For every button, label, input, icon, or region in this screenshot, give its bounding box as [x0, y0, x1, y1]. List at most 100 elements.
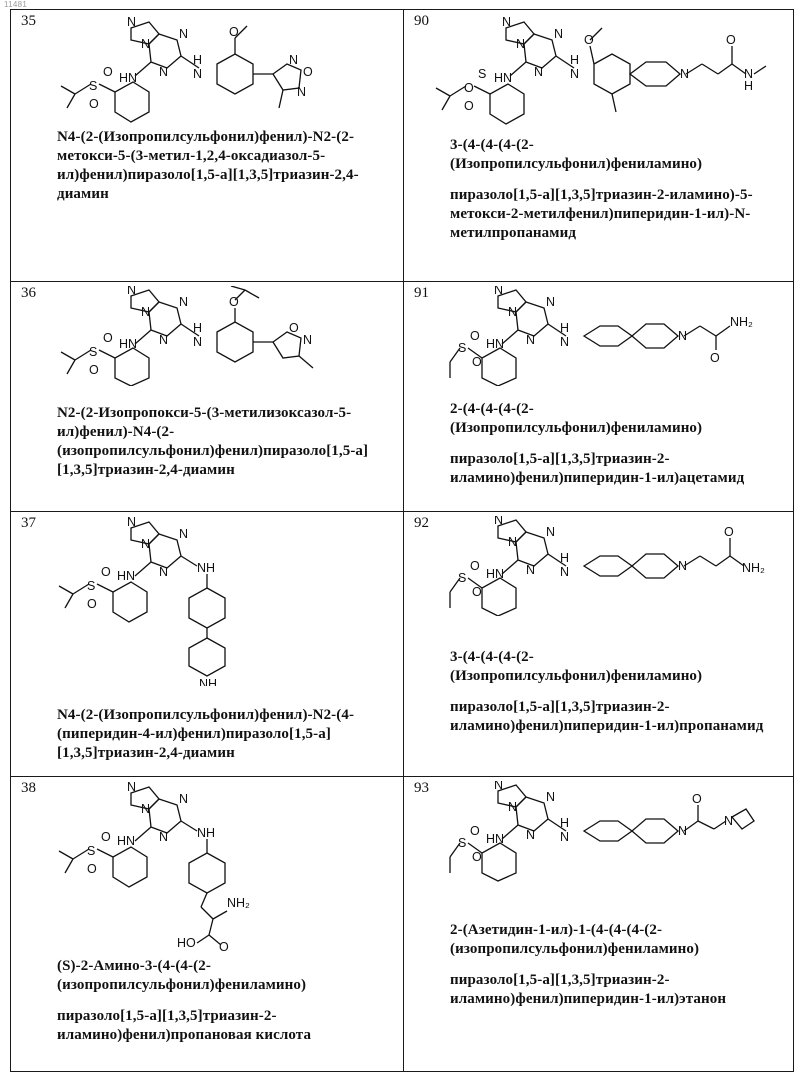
- structure-diagram-93: N N N N HN H N N O N O S O: [424, 781, 774, 891]
- structure-label: N: [546, 790, 555, 804]
- table-row: 37 N N N N HN NH O: [11, 512, 794, 777]
- structure-label: HN: [486, 832, 504, 846]
- compound-cell-91: 91 N N N N HN H: [404, 282, 794, 512]
- structure-label: HN: [486, 337, 504, 351]
- compound-name: пиразоло[1,5-a][1,3,5]триазин-2-иламино)…: [450, 971, 785, 1009]
- structure-label: NH₂: [730, 315, 753, 329]
- structure-label: O: [724, 525, 734, 539]
- structure-label: O: [710, 351, 720, 365]
- structure-label: HN: [119, 337, 137, 351]
- compound-number: 91: [414, 285, 429, 301]
- structure-label: HN: [117, 834, 135, 848]
- structure-label: N: [141, 37, 150, 51]
- structure-label: N: [127, 781, 136, 794]
- structure-label: O: [584, 33, 594, 47]
- structure-label: O: [219, 940, 229, 951]
- structure-label: O: [229, 25, 239, 39]
- structure-label: N: [560, 335, 569, 349]
- structure-label: NH: [199, 677, 217, 686]
- structure-label: S: [478, 67, 486, 81]
- structure-label: N: [289, 53, 298, 67]
- compound-cell-36: 36 N N N: [11, 282, 404, 512]
- structure-label: O: [472, 850, 482, 864]
- structure-label: HN: [494, 71, 512, 85]
- compound-table: 35: [10, 9, 794, 1072]
- structure-label: N: [494, 286, 503, 297]
- structure-label: H: [193, 321, 202, 335]
- compound-name: N2-(2-Изопропокси-5-(3-метилизоксазол-5-…: [57, 404, 395, 480]
- compound-name-block: 3-(4-(4-(4-(2-(Изопропилсульфонил)фенила…: [450, 136, 785, 243]
- structure-label: N: [678, 559, 687, 573]
- structure-label: N: [724, 814, 733, 828]
- compound-name-block: N4-(2-(Изопропилсульфонил)фенил)-N2-(2-м…: [57, 128, 395, 204]
- compound-name-block: N2-(2-Изопропокси-5-(3-метилизоксазол-5-…: [57, 404, 395, 480]
- structure-label: N: [526, 333, 535, 347]
- structure-label: NH₂: [742, 561, 765, 575]
- compound-name-block: 3-(4-(4-(4-(2-(Изопропилсульфонил)фенила…: [450, 648, 785, 736]
- structure-diagram-36: N N N N O HN H N O S O O N: [31, 286, 371, 386]
- structure-label: N: [494, 781, 503, 792]
- structure-label: N: [494, 516, 503, 527]
- structure-label: HO: [177, 936, 196, 950]
- compound-number: 38: [21, 780, 36, 796]
- structure-label: N: [502, 15, 511, 29]
- structure-label: N: [127, 516, 136, 529]
- structure-label: O: [464, 99, 474, 113]
- compound-name: пиразоло[1,5-a][1,3,5]триазин-2-иламино)…: [57, 1007, 395, 1045]
- structure-diagram-38: N N N N HN NH O S O NH₂ HO O: [31, 781, 371, 951]
- structure-label: O: [87, 862, 97, 876]
- structure-label: N: [179, 27, 188, 41]
- structure-label: N: [303, 333, 312, 347]
- structure-label: N: [297, 85, 306, 99]
- structure-label: N: [554, 27, 563, 41]
- structure-label: S: [458, 341, 466, 355]
- structure-label: H: [193, 53, 202, 67]
- structure-label: O: [472, 355, 482, 369]
- structure-label: O: [726, 33, 736, 47]
- structure-label: N: [193, 67, 202, 81]
- compound-name: N4-(2-(Изопропилсульфонил)фенил)-N2-(2-м…: [57, 128, 395, 204]
- compound-name-block: 2-(4-(4-(4-(2-(Изопропилсульфонил)фенила…: [450, 400, 785, 488]
- structure-label: S: [87, 579, 95, 593]
- compound-name: 3-(4-(4-(4-(2-(Изопропилсульфонил)фенила…: [450, 648, 785, 686]
- structure-label: NH₂: [227, 896, 250, 910]
- structure-label: N: [127, 15, 136, 29]
- compound-name-block: N4-(2-(Изопропилсульфонил)фенил)-N2-(4-(…: [57, 706, 395, 763]
- structure-label: N: [534, 65, 543, 79]
- structure-diagram-92: N N N N HN H N N O NH₂ O S O: [424, 516, 774, 616]
- compound-name: 3-(4-(4-(4-(2-(Изопропилсульфонил)фенила…: [450, 136, 785, 174]
- structure-diagram-91: N N N N HN H N N O NH₂ O S O: [424, 286, 774, 386]
- structure-label: S: [89, 79, 97, 93]
- structure-label: N: [546, 295, 555, 309]
- compound-name: пиразоло[1,5-a][1,3,5]триазин-2-иламино)…: [450, 450, 785, 488]
- structure-label: N: [508, 305, 517, 319]
- structure-label: O: [101, 565, 111, 579]
- structure-label: H: [570, 53, 579, 67]
- structure-label: S: [458, 836, 466, 850]
- structure-label: N: [159, 333, 168, 347]
- structure-label: H: [560, 321, 569, 335]
- structure-label: O: [87, 597, 97, 611]
- structure-label: HN: [117, 569, 135, 583]
- structure-label: N: [141, 802, 150, 816]
- structure-label: HN: [119, 71, 137, 85]
- structure-label: N: [179, 527, 188, 541]
- structure-label: N: [678, 329, 687, 343]
- structure-label: O: [229, 295, 239, 309]
- structure-label: O: [103, 331, 113, 345]
- compound-cell-38: 38 N N N: [11, 777, 404, 1072]
- compound-number: 90: [414, 13, 429, 29]
- compound-name: пиразоло[1,5-a][1,3,5]триазин-2-иламино)…: [450, 698, 785, 736]
- structure-label: O: [101, 830, 111, 844]
- structure-label: H: [744, 79, 753, 93]
- compound-name: 2-(Азетидин-1-ил)-1-(4-(4-(4-(2-(изопроп…: [450, 921, 785, 959]
- structure-label: O: [289, 321, 299, 335]
- compound-number: 93: [414, 780, 429, 796]
- compound-number: 36: [21, 285, 36, 301]
- structure-label: N: [508, 800, 517, 814]
- structure-label: N: [179, 295, 188, 309]
- compound-cell-93: 93 N N N N HN: [404, 777, 794, 1072]
- table-row: 38 N N N: [11, 777, 794, 1072]
- structure-label: N: [570, 67, 579, 81]
- compound-cell-92: 92 N N N N HN: [404, 512, 794, 777]
